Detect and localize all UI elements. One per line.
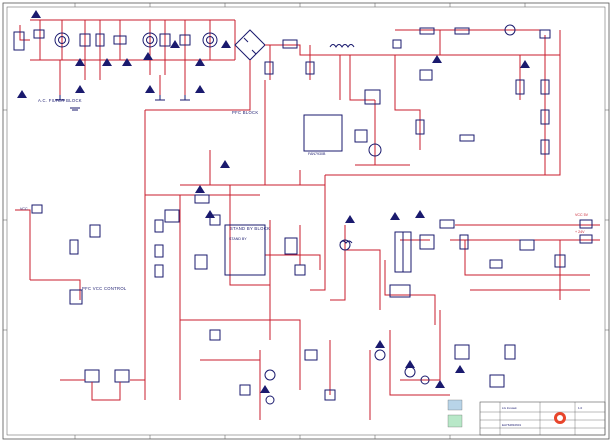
optocoupler [164, 209, 180, 223]
pfc-transistor [368, 143, 382, 157]
warning-icon [435, 380, 445, 388]
common-mode-choke-2 [202, 32, 218, 48]
vcc5v-port-label: VCC 5V [575, 213, 589, 217]
title-doc-number: EAY62810601 [502, 423, 521, 427]
ac-filter-components [13, 10, 231, 111]
warning-icon [415, 210, 425, 218]
warning-icon [220, 160, 230, 168]
pfc-inductor [282, 39, 298, 49]
pfc-controller-ic [303, 114, 343, 152]
ac-inlet-connector [13, 31, 25, 51]
ac-filter-wires [19, 19, 236, 95]
common-mode-choke [142, 32, 158, 48]
pfc-wires [144, 29, 561, 400]
standby-ic-label: STAND BY [229, 237, 247, 241]
warning-icon [345, 215, 355, 223]
pfc-coil [329, 44, 355, 48]
warning-icon [75, 85, 85, 93]
pfc-vcc-label: PFC VCC CONTROL [82, 286, 127, 291]
pfc-mosfet [364, 89, 381, 105]
warning-icon [17, 90, 27, 98]
standby-block-label: STAND BY BLOCK [230, 226, 270, 231]
warning-icon [195, 58, 205, 66]
ac-filter-label: A.C. FILTER BLOCK [38, 98, 82, 103]
warning-icon [432, 55, 442, 63]
line-filter-coil [54, 32, 70, 48]
vcc-input-port [31, 204, 43, 214]
pfc-components [220, 24, 551, 220]
pfc-vcc-transistor [69, 289, 83, 305]
title-revision: 1.0 [578, 406, 583, 410]
warning-icon [145, 85, 155, 93]
pfc-block-label: PFC BLOCK [232, 110, 258, 115]
warning-icon [520, 60, 530, 68]
title-block [447, 399, 606, 436]
feedback-opto [454, 344, 470, 360]
warning-icon [455, 365, 465, 373]
warning-icon [390, 212, 400, 220]
warning-icon [143, 52, 153, 60]
standby-wires [15, 194, 600, 420]
sheet-inner-border [6, 6, 606, 436]
warning-icon [195, 185, 205, 193]
warning-icon [122, 58, 132, 66]
switch-transistor [339, 239, 351, 251]
bridge-rectifier [234, 29, 266, 61]
rectifier-diode [389, 284, 411, 298]
bottom-left-components [60, 369, 145, 401]
vcc5v-output-port [579, 219, 593, 229]
vcc-port-label: VCC [20, 207, 28, 211]
warning-icon [405, 360, 415, 368]
warning-icon [221, 40, 231, 48]
warning-icon [31, 10, 41, 18]
warning-icon [170, 40, 180, 48]
pfc-diode [419, 27, 435, 35]
error-amp [374, 349, 386, 361]
warning-icon [102, 58, 112, 66]
warning-icon [195, 85, 205, 93]
24v-port-label: + 24V [575, 230, 585, 234]
warning-icon [375, 340, 385, 348]
border-ticks [3, 3, 609, 439]
24v-output-port [579, 234, 593, 244]
standby-components [31, 185, 593, 405]
title-company: LG Innotek [502, 406, 517, 410]
standby-transformer-in [284, 237, 298, 255]
warning-icon [75, 58, 85, 66]
standby-ic [224, 224, 266, 276]
warning-icon [205, 210, 215, 218]
warning-icon [260, 385, 270, 393]
pfc-ic-label: FAN7930B [308, 152, 326, 156]
thermistor [504, 24, 516, 36]
